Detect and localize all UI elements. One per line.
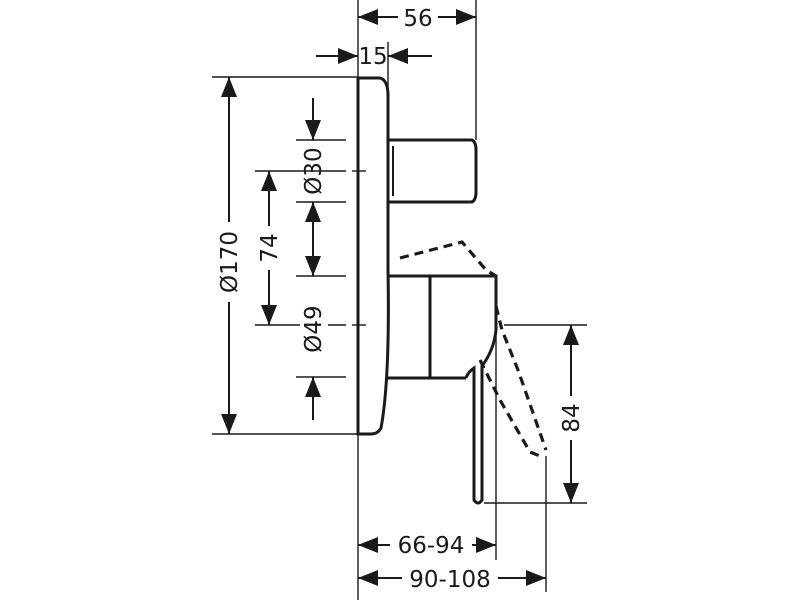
dim-label-15: 15 bbox=[358, 44, 387, 70]
dimension-90-108: 90-108 bbox=[358, 564, 546, 593]
dim-label-90-108: 90-108 bbox=[409, 567, 490, 593]
dim-label-d170: Ø170 bbox=[217, 231, 243, 293]
dim-label-56: 56 bbox=[403, 6, 432, 32]
dimension-d170: Ø170 bbox=[212, 76, 358, 435]
dim-label-84: 84 bbox=[559, 403, 585, 432]
dimension-d49: Ø49 bbox=[296, 256, 346, 420]
extension-lines-bottom bbox=[357, 330, 547, 600]
dimension-56: 56 bbox=[357, 0, 477, 140]
dim-label-74: 74 bbox=[257, 233, 283, 262]
dim-label-d49: Ø49 bbox=[301, 305, 327, 352]
dimension-66-94: 66-94 bbox=[358, 530, 496, 559]
dim-label-66-94: 66-94 bbox=[398, 533, 465, 559]
dimension-74: 74 bbox=[255, 170, 346, 326]
lever-open-position bbox=[399, 240, 548, 458]
cover-plate bbox=[356, 76, 390, 436]
dimension-d30: Ø30 bbox=[296, 98, 346, 276]
dimension-84: 84 bbox=[484, 324, 587, 504]
dimension-15: 15 bbox=[316, 42, 432, 90]
lever-handle bbox=[464, 329, 498, 505]
diverter-knob bbox=[388, 138, 478, 204]
